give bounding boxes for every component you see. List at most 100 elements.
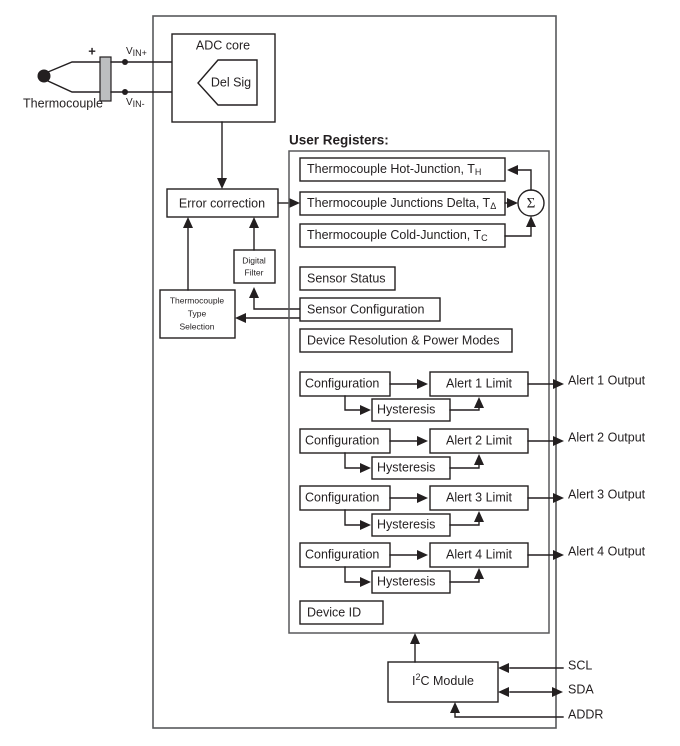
alert-1-limit-label: Alert 1 Limit bbox=[446, 376, 513, 390]
chip-boundary bbox=[152, 15, 557, 729]
alert-1-configuration-label: Configuration bbox=[305, 376, 379, 390]
addr-pin-label: ADDR bbox=[568, 707, 603, 721]
addr-pin-arrow bbox=[450, 702, 460, 713]
i2c-module-label: I2C Module bbox=[412, 672, 474, 688]
vin-minus-node-dot bbox=[122, 89, 128, 95]
alert-3-output-arrow bbox=[553, 493, 564, 503]
alert-4-hysteresis-to-limit-arrow bbox=[474, 568, 484, 579]
alert-3-limit-label: Alert 3 Limit bbox=[446, 490, 513, 504]
alert-4-output-label: Alert 4 Output bbox=[568, 544, 646, 558]
alert-3-hysteresis-label: Hysteresis bbox=[377, 517, 435, 531]
alert-group-1: Configuration Alert 1 Limit Hysteresis A… bbox=[299, 371, 646, 422]
alert-3-config-to-hysteresis-wire bbox=[344, 509, 363, 526]
register-sensor-status-label: Sensor Status bbox=[307, 271, 386, 285]
alert-group-3: Configuration Alert 3 Limit Hysteresis A… bbox=[299, 485, 646, 537]
alert-3-config-to-hysteresis-arrow bbox=[360, 520, 371, 530]
adc-core-title: ADC core bbox=[196, 38, 250, 52]
alert-1-hysteresis-to-limit-arrow bbox=[474, 397, 484, 408]
alert-4-limit-label: Alert 4 Limit bbox=[446, 547, 513, 561]
alert-4-output-arrow bbox=[553, 550, 564, 560]
type-selection-label-line1: Thermocouple bbox=[170, 295, 225, 305]
alert-1-hysteresis-label: Hysteresis bbox=[377, 402, 435, 416]
alert-1-config-to-hysteresis-arrow bbox=[360, 405, 371, 415]
register-hot-junction bbox=[299, 157, 506, 182]
alert-1-output-arrow bbox=[553, 379, 564, 389]
register-sensor-status bbox=[299, 266, 396, 291]
alert-1-limit-block bbox=[429, 371, 529, 397]
alert-2-output-label: Alert 2 Output bbox=[568, 430, 646, 444]
register-sensor-configuration bbox=[299, 297, 441, 322]
register-junctions-delta-label: Thermocouple Junctions Delta, TΔ bbox=[307, 196, 496, 211]
alert-1-output-label: Alert 1 Output bbox=[568, 373, 646, 387]
alert-3-config-to-limit-arrow bbox=[417, 493, 428, 503]
alert-4-config-to-limit-arrow bbox=[417, 550, 428, 560]
adc-to-error-correction-arrow bbox=[217, 178, 227, 189]
vin-plus-label: VIN+ bbox=[126, 46, 147, 59]
summing-node-symbol: Σ bbox=[527, 195, 536, 211]
register-device-resolution-label: Device Resolution & Power Modes bbox=[307, 333, 499, 347]
delta-register-to-sum-arrow bbox=[507, 198, 518, 208]
thermocouple-type-selection-block bbox=[159, 289, 236, 339]
register-device-resolution bbox=[299, 328, 513, 353]
type-selection-to-error-correction-arrow bbox=[183, 217, 193, 228]
scl-pin-label: SCL bbox=[568, 658, 592, 672]
digital-filter-label-line1: Digital bbox=[242, 255, 266, 265]
alert-3-configuration-label: Configuration bbox=[305, 490, 379, 504]
thermocouple-wire-negative bbox=[47, 80, 104, 93]
alert-2-hysteresis-label: Hysteresis bbox=[377, 460, 435, 474]
alert-2-configuration-label: Configuration bbox=[305, 433, 379, 447]
digital-filter-block bbox=[233, 249, 276, 284]
cold-junction-to-sum-wire bbox=[504, 223, 532, 237]
register-cold-junction-label: Thermocouple Cold-Junction, TC bbox=[307, 228, 488, 243]
alert-2-limit-label: Alert 2 Limit bbox=[446, 433, 513, 447]
sensor-config-to-type-selection-arrow bbox=[235, 313, 246, 323]
alert-3-limit-block bbox=[429, 485, 529, 511]
alert-group-4: Configuration Alert 4 Limit Hysteresis A… bbox=[299, 542, 646, 594]
error-correction-to-delta-register-arrow bbox=[289, 198, 300, 208]
alert-4-limit-block bbox=[429, 542, 529, 568]
type-selection-label-line2: Type bbox=[188, 308, 207, 318]
delta-sigma-label: Del Sig bbox=[211, 75, 251, 89]
polarity-plus-label: + bbox=[88, 43, 96, 58]
alert-3-output-label: Alert 3 Output bbox=[568, 487, 646, 501]
cold-junction-to-sum-arrow bbox=[526, 216, 536, 227]
vin-plus-node-dot bbox=[122, 59, 128, 65]
sda-pin-arrow-in bbox=[498, 687, 509, 697]
delta-sigma-modulator-shape bbox=[197, 59, 258, 106]
thermocouple-label: Thermocouple bbox=[23, 96, 103, 110]
sum-to-hot-junction-arrow bbox=[507, 165, 518, 175]
alert-2-config-to-hysteresis-wire bbox=[344, 452, 363, 469]
alert-1-config-to-limit-arrow bbox=[417, 379, 428, 389]
thermocouple-connector-block bbox=[99, 56, 112, 102]
user-registers-panel bbox=[288, 150, 550, 634]
register-device-id bbox=[299, 600, 384, 625]
alert-4-hysteresis-label: Hysteresis bbox=[377, 574, 435, 588]
digital-filter-to-error-correction-arrow bbox=[249, 217, 259, 228]
sensor-config-to-digital-filter-arrow bbox=[249, 287, 259, 298]
sda-pin-label: SDA bbox=[568, 682, 594, 696]
thermocouple-wire-positive bbox=[47, 61, 104, 73]
sensor-config-to-digital-filter-wire bbox=[253, 294, 301, 310]
register-device-id-label: Device ID bbox=[307, 605, 361, 619]
sum-to-hot-junction-wire bbox=[517, 169, 532, 191]
addr-pin-wire bbox=[454, 711, 564, 718]
scl-pin-arrow bbox=[498, 663, 509, 673]
thermocouple-junction-dot bbox=[37, 69, 51, 83]
error-correction-label: Error correction bbox=[179, 196, 265, 210]
alert-2-config-to-limit-arrow bbox=[417, 436, 428, 446]
alert-3-hysteresis-to-limit-arrow bbox=[474, 511, 484, 522]
alert-1-config-to-hysteresis-wire bbox=[344, 395, 363, 411]
alert-4-config-to-hysteresis-arrow bbox=[360, 577, 371, 587]
register-hot-junction-label: Thermocouple Hot-Junction, TH bbox=[307, 162, 481, 177]
vin-minus-label: VIN- bbox=[126, 97, 145, 110]
sda-pin-arrow-out bbox=[552, 687, 563, 697]
i2c-module-block bbox=[387, 661, 499, 703]
alert-group-2: Configuration Alert 2 Limit Hysteresis A… bbox=[299, 428, 646, 480]
alert-2-hysteresis-to-limit-arrow bbox=[474, 454, 484, 465]
alert-3-configuration-block bbox=[299, 485, 391, 511]
user-registers-heading: User Registers: bbox=[289, 133, 389, 148]
i2c-to-registers-arrow bbox=[410, 633, 420, 644]
digital-filter-label-line2: Filter bbox=[245, 267, 264, 277]
